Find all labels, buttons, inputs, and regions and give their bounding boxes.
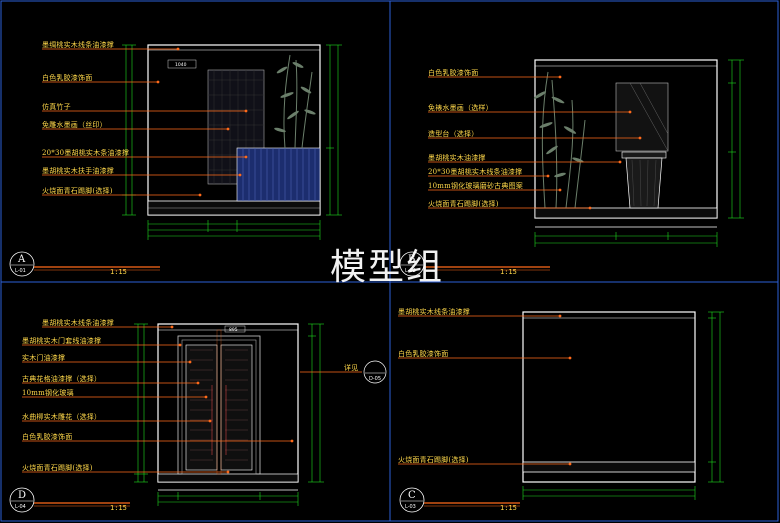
panel-b-tag-circle [399, 251, 425, 277]
panel-a-tag-circle [9, 251, 35, 277]
panel-b-tag-letter: B [408, 254, 415, 265]
panel-c-tag-letter: C [408, 490, 416, 501]
panel-d-label-3: 实木门油漆撑 [22, 354, 66, 362]
panel-d-dim-text: 895 [229, 327, 238, 333]
panel-b-elevation: B L-02 [399, 59, 744, 277]
panel-a-tag-sub: L-01 [15, 268, 26, 274]
panel-a-label-7: 火烧面青石踢脚(选择) [42, 187, 113, 195]
panel-a-label-3: 仿真竹子 [42, 103, 71, 111]
panel-c-label-1: 墨胡桃实木线条油漆撑 [398, 308, 470, 316]
panel-a-elevation: 1040 [9, 44, 342, 277]
panel-a-label-5: 20*30墨胡桃实木条油漆撑 [42, 149, 130, 157]
panel-b-label-4: 墨胡桃实木油漆撑 [428, 154, 486, 162]
panel-a-scale: 1:15 [110, 268, 127, 276]
panel-b-tag-sub: L-02 [405, 268, 416, 274]
panel-b-label-1: 白色乳胶漆饰面 [428, 69, 479, 77]
panel-c-elevation: C L-03 [398, 311, 724, 513]
panel-d-elevation: 895 [9, 323, 387, 513]
panel-c-tag-circle [399, 487, 425, 513]
panel-d-label-4: 古典花格油漆撑（选择） [22, 375, 102, 383]
panel-a-label-1: 墨绸桃实木线条油漆撑 [42, 41, 114, 49]
watermark-text: 模型组 [330, 247, 445, 288]
panel-c-label-3: 火烧面青石踢脚(选择) [398, 456, 469, 464]
panel-d-label-2: 墨胡桃实木门套线油漆撑 [22, 337, 102, 345]
panel-d-label-7: 白色乳胶漆饰面 [22, 433, 73, 441]
panel-d-tag-circle [9, 487, 35, 513]
panel-d-detail-callout [363, 360, 387, 384]
panel-a-label-6: 墨胡桃实木扶手油漆撑 [42, 167, 114, 175]
panel-d-scale: 1:15 [110, 504, 127, 512]
panel-d-label-5: 10mm钢化玻璃 [22, 389, 74, 397]
panel-b-label-7: 火烧面青石踢脚(选择) [428, 200, 499, 208]
panel-c-label-2: 白色乳胶漆饰面 [398, 350, 449, 358]
panel-c-tag-sub: L-03 [405, 504, 416, 510]
panel-b-label-3: 造型台（选择） [428, 130, 479, 138]
panel-d-label-8: 火烧面青石踢脚(选择) [22, 464, 93, 472]
panel-b-label-5: 20*30墨胡桃实木线条油漆撑 [428, 168, 523, 176]
panel-b-label-6: 10mm钢化玻璃磨砂古典图案 [428, 182, 523, 190]
panel-b-label-2: 免裱水墨画（选样） [428, 104, 493, 112]
panel-d-label-6: 水曲柳实木雕花（选择） [22, 413, 102, 421]
panel-a-label-4: 免雕水墨画（丝印） [42, 121, 107, 129]
panel-c-scale: 1:15 [500, 504, 517, 512]
panel-d-detail-label: 详见 [344, 364, 359, 372]
panel-d-detail-ref: D-05 [369, 376, 381, 382]
panel-a-label-2: 白色乳胶漆饰面 [42, 74, 93, 82]
panel-b-scale: 1:15 [500, 268, 517, 276]
panel-d-label-1: 墨胡桃实木线条油漆撑 [42, 319, 114, 327]
panel-d-tag-sub: L-04 [15, 504, 26, 510]
panel-d-tag-letter: D [18, 490, 26, 501]
panel-a-dim-text: 1040 [175, 62, 187, 68]
panel-a-tag-letter: A [17, 254, 26, 265]
